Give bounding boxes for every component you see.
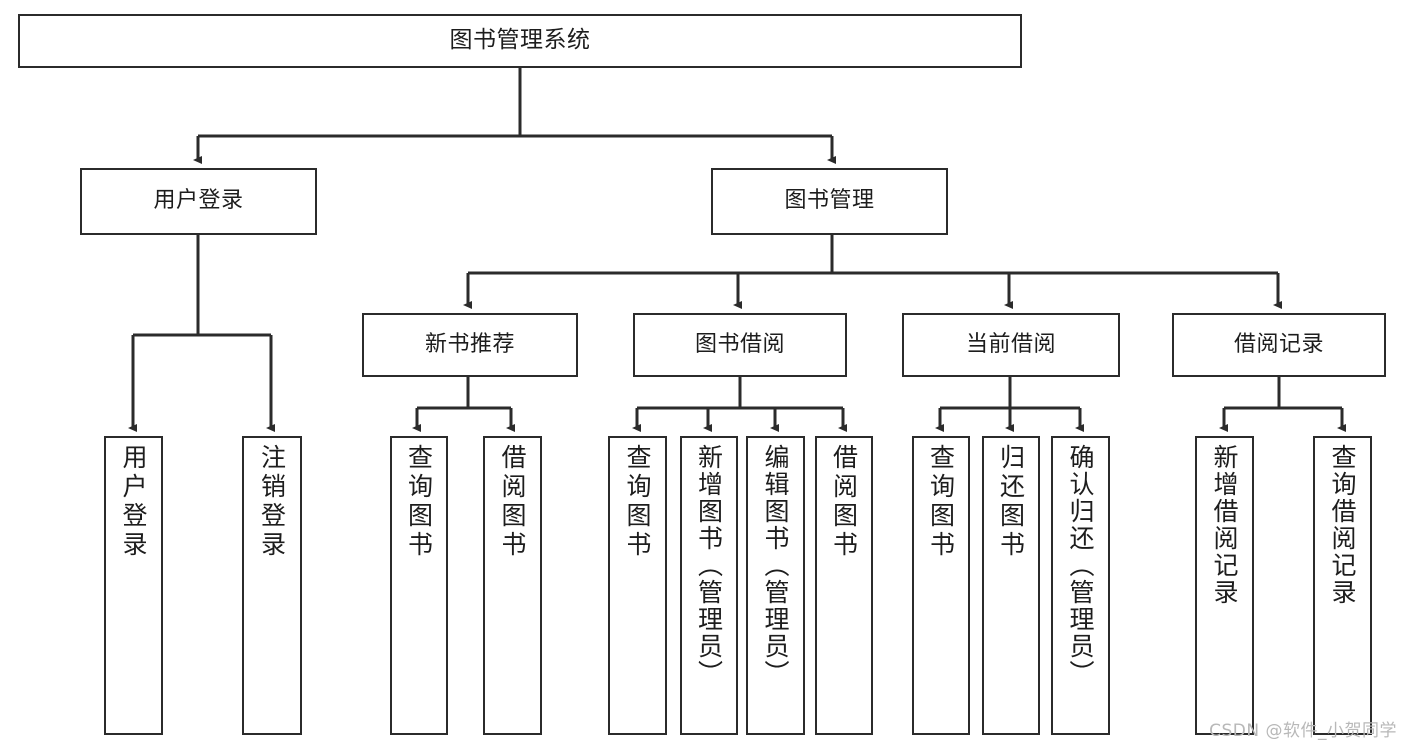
leaf-query-book-2[interactable]: 查询图书	[608, 436, 667, 735]
node-book-manage[interactable]: 图书管理	[711, 168, 948, 235]
node-new-book-rec[interactable]: 新书推荐	[362, 313, 578, 377]
leaf-borrow-book-1[interactable]: 借阅图书	[483, 436, 542, 735]
leaf-add-record-label: 新增借阅记录	[1210, 444, 1239, 606]
leaf-query-book-1-label: 查询图书	[404, 444, 434, 560]
leaf-borrow-book-2-label: 借阅图书	[829, 444, 859, 560]
leaf-edit-book[interactable]: 编辑图书（管理员）	[746, 436, 805, 735]
leaf-query-book-3[interactable]: 查询图书	[912, 436, 970, 735]
leaf-add-record[interactable]: 新增借阅记录	[1195, 436, 1254, 735]
node-root-label: 图书管理系统	[449, 27, 591, 54]
leaf-query-book-1[interactable]: 查询图书	[390, 436, 448, 735]
leaf-add-book[interactable]: 新增图书（管理员）	[680, 436, 738, 735]
node-book-manage-label: 图书管理	[784, 188, 875, 214]
leaf-borrow-book-2[interactable]: 借阅图书	[815, 436, 873, 735]
node-user-login[interactable]: 用户登录	[80, 168, 317, 235]
leaf-query-record[interactable]: 查询借阅记录	[1313, 436, 1372, 735]
leaf-query-book-2-label: 查询图书	[623, 444, 652, 560]
leaf-user-logout[interactable]: 注销登录	[242, 436, 302, 735]
leaf-user-login-label: 用户登录	[119, 444, 148, 560]
leaf-user-login[interactable]: 用户登录	[104, 436, 163, 735]
leaf-return-book-label: 归还图书	[996, 444, 1026, 560]
leaf-add-book-label: 新增图书（管理员）	[694, 444, 724, 687]
node-book-borrow-label: 图书借阅	[694, 331, 785, 357]
node-book-borrow[interactable]: 图书借阅	[633, 313, 847, 377]
leaf-query-record-label: 查询借阅记录	[1328, 444, 1357, 606]
leaf-confirm-return-label: 确认归还（管理员）	[1066, 444, 1095, 687]
leaf-edit-book-label: 编辑图书（管理员）	[761, 444, 790, 687]
node-current-borrow[interactable]: 当前借阅	[902, 313, 1120, 377]
node-current-borrow-label: 当前借阅	[965, 331, 1056, 357]
node-new-book-rec-label: 新书推荐	[424, 331, 515, 357]
node-borrow-record[interactable]: 借阅记录	[1172, 313, 1386, 377]
node-borrow-record-label: 借阅记录	[1233, 331, 1324, 357]
watermark-text: CSDN @软件_小贺同学	[1209, 721, 1397, 741]
node-user-login-label: 用户登录	[153, 188, 244, 214]
leaf-return-book[interactable]: 归还图书	[982, 436, 1040, 735]
leaf-borrow-book-1-label: 借阅图书	[498, 444, 527, 560]
node-root[interactable]: 图书管理系统	[18, 14, 1022, 68]
leaf-user-logout-label: 注销登录	[257, 444, 287, 560]
leaf-confirm-return[interactable]: 确认归还（管理员）	[1051, 436, 1110, 735]
leaf-query-book-3-label: 查询图书	[926, 444, 956, 560]
